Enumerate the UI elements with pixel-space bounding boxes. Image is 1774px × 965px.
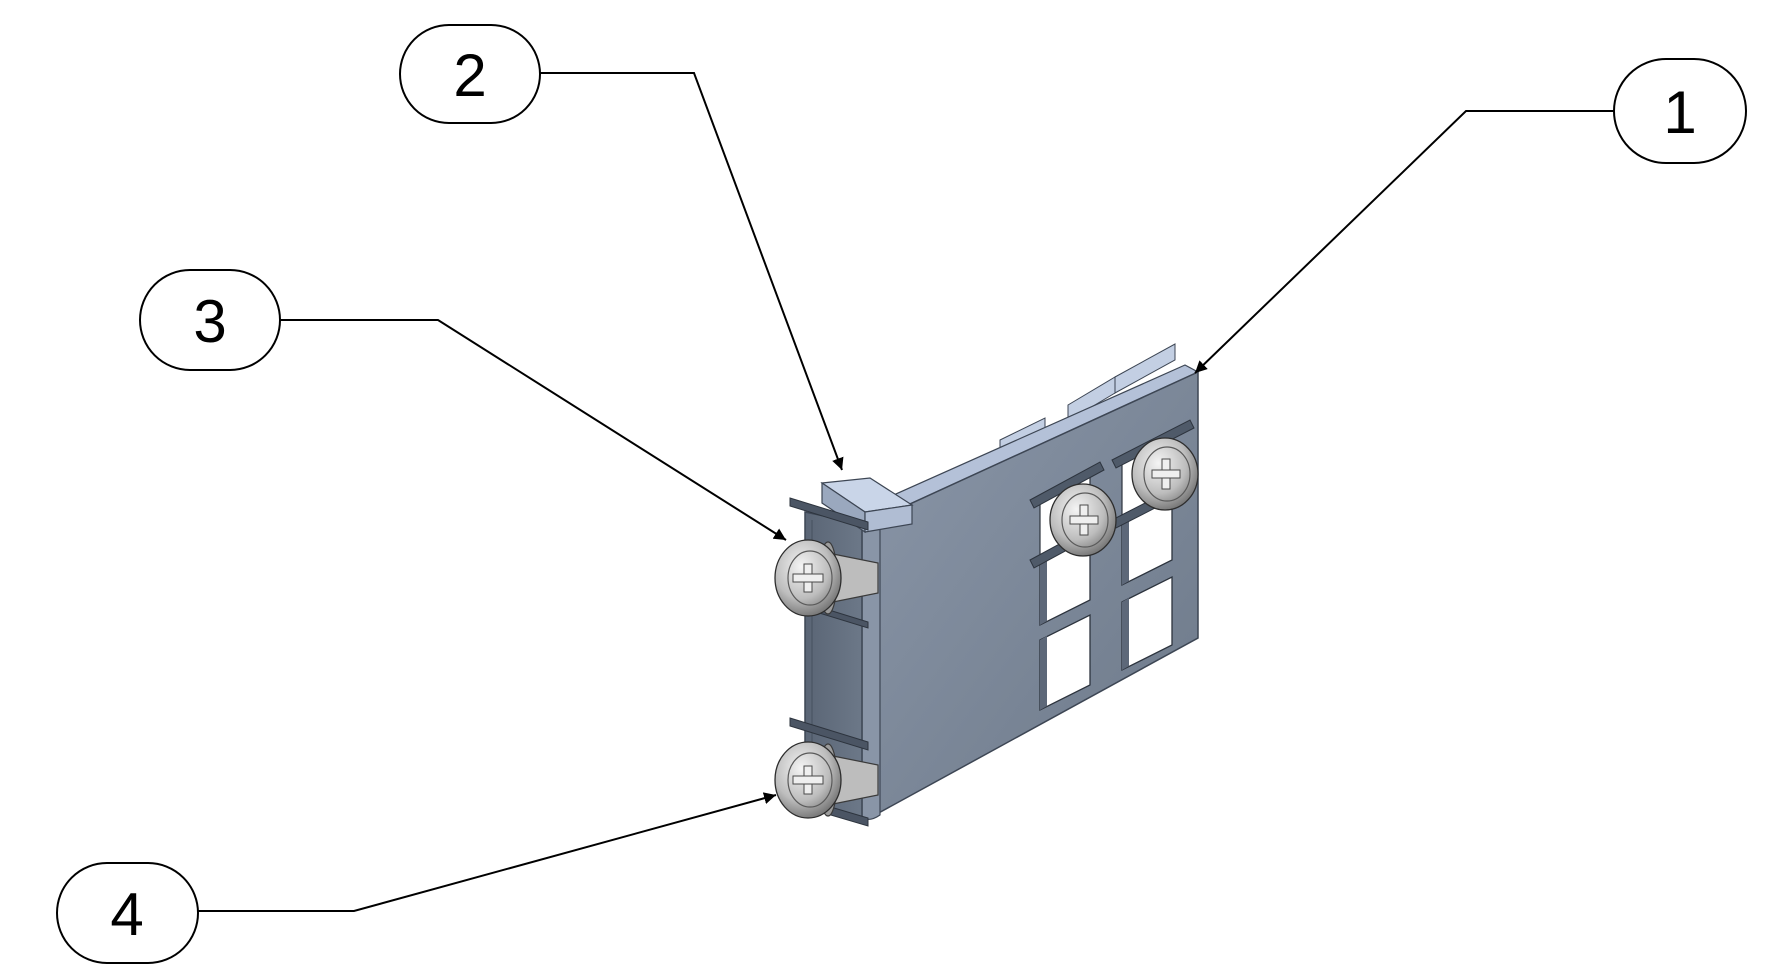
mounting-screw-lower <box>774 741 879 819</box>
leader-lines <box>198 72 1614 912</box>
callout-balloon-3: 3 <box>139 269 281 371</box>
callout-label-3: 3 <box>193 288 226 355</box>
leader-line-3 <box>280 319 787 541</box>
callout-balloon-2: 2 <box>399 24 541 124</box>
callout-balloon-1: 1 <box>1613 58 1747 164</box>
callout-label-2: 2 <box>453 42 486 109</box>
callout-label-1: 1 <box>1663 79 1696 146</box>
callout-label-4: 4 <box>110 881 143 948</box>
leader-line-1 <box>1194 110 1614 374</box>
leader-line-2 <box>540 72 844 471</box>
mounting-screw-upper <box>774 539 879 617</box>
mounting-screw-face-1 <box>1049 483 1117 557</box>
leader-line-4 <box>198 792 777 912</box>
callout-balloon-4: 4 <box>56 862 199 964</box>
mounting-screw-face-2 <box>1131 437 1199 511</box>
